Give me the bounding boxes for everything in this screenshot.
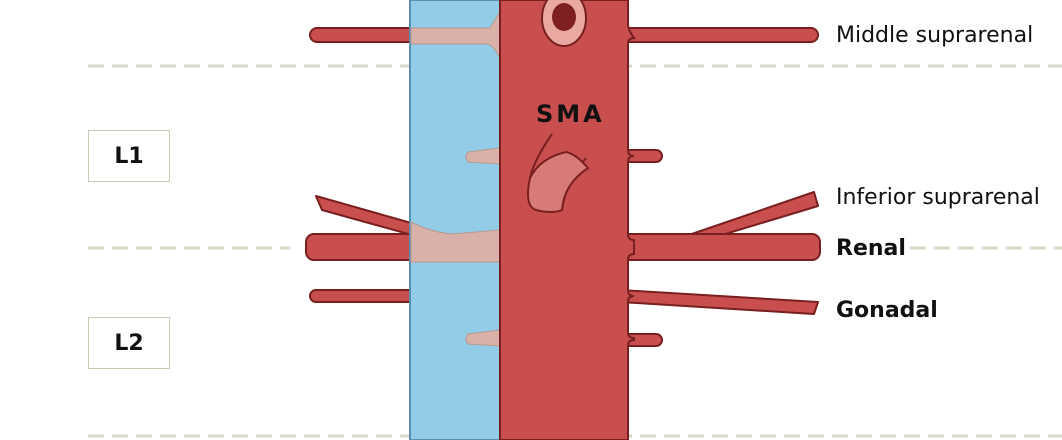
overlap-lumbar-upper <box>465 147 501 165</box>
celiac-trunk-opening <box>541 0 587 47</box>
celiac-inner <box>552 3 576 31</box>
label-renal: Renal <box>836 236 906 261</box>
vertebra-l1-box: L1 <box>88 130 170 182</box>
sma-stub <box>527 150 590 213</box>
right-middle-suprarenal-branch <box>619 27 819 43</box>
sma-vessel <box>527 133 590 213</box>
right-branches <box>619 27 821 347</box>
vertebra-l2-label: L2 <box>114 330 144 356</box>
label-inferior-suprarenal: Inferior suprarenal <box>836 185 1040 210</box>
overlap-lumbar-lower <box>465 329 501 347</box>
vertebra-l2-box: L2 <box>88 317 170 369</box>
aorta <box>499 0 636 440</box>
ivc-vein <box>409 0 501 440</box>
right-renal-branch <box>619 233 821 261</box>
label-middle-suprarenal: Middle suprarenal <box>836 23 1034 48</box>
right-inferior-suprarenal-branch <box>679 191 819 239</box>
right-gonadal-branch <box>619 289 819 315</box>
vertebra-l1-label: L1 <box>114 143 144 169</box>
label-gonadal: Gonadal <box>836 298 938 323</box>
sma-label: SMA <box>536 100 605 128</box>
